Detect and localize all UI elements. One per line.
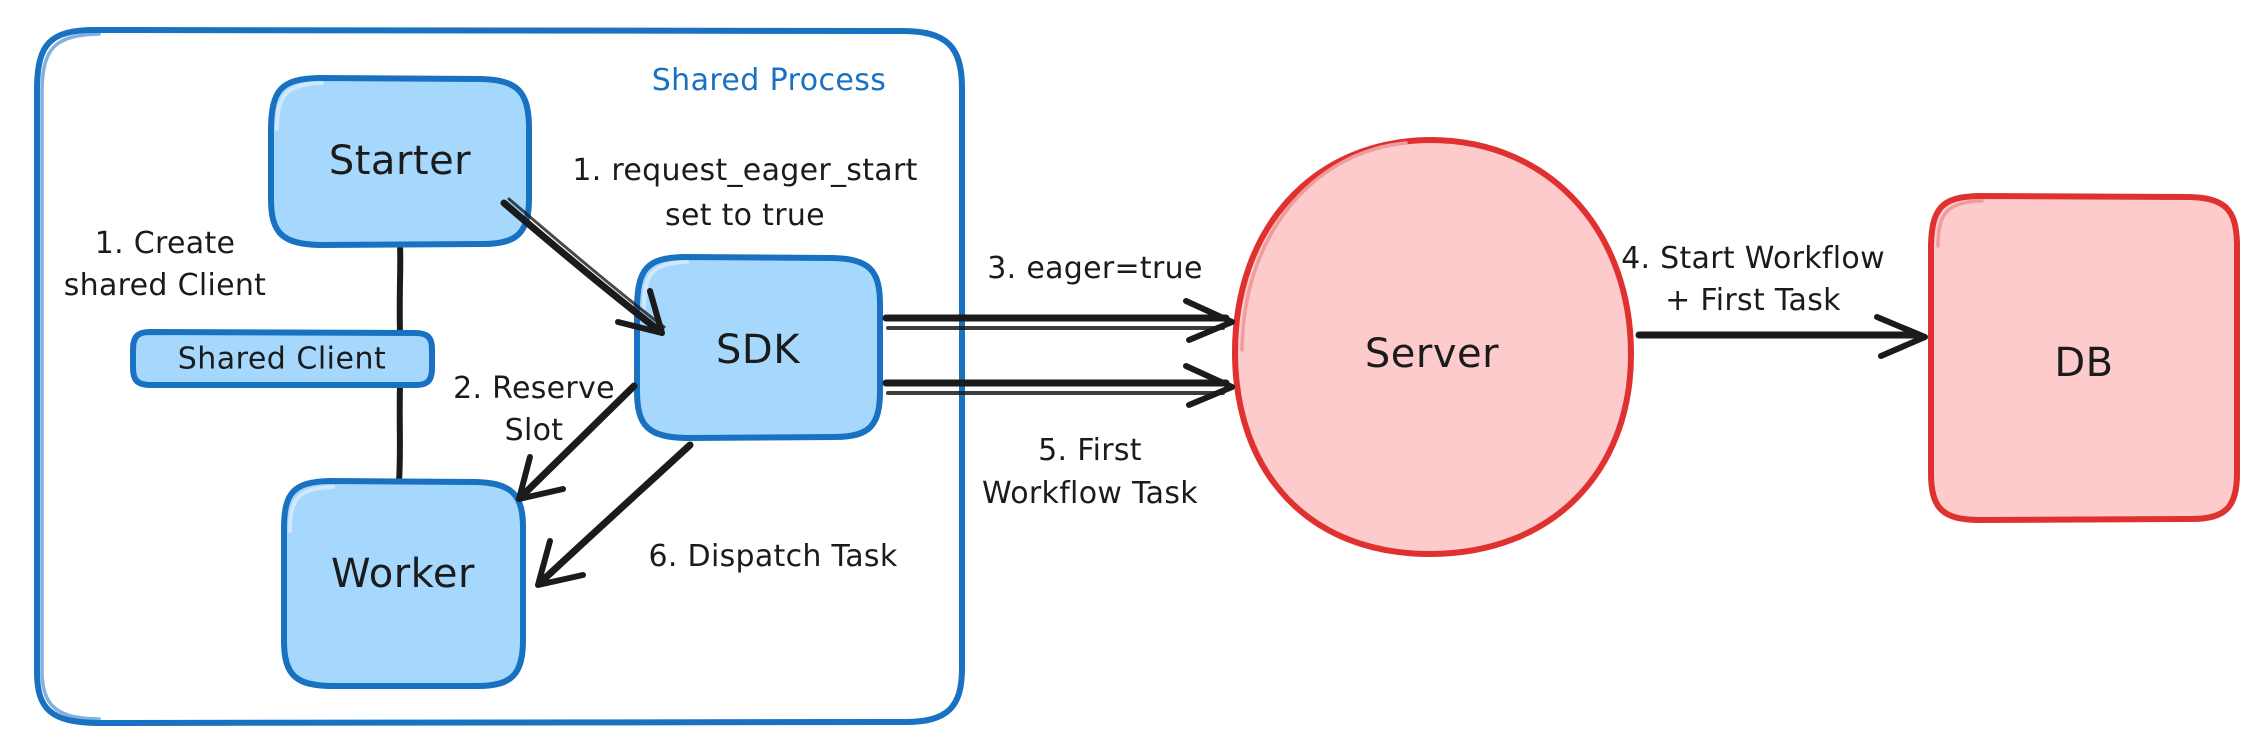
node-worker-label: Worker — [331, 551, 475, 597]
edge-sdk-worker-reserve[interactable] — [516, 382, 638, 502]
edge-dispatch-arrowhead — [535, 538, 586, 588]
shared-process-border-sketch — [40, 32, 101, 721]
node-server-sketch — [1240, 141, 1408, 352]
edge-sdk-server[interactable] — [882, 298, 1235, 343]
edge-create-label-line1: 1. Create — [95, 226, 236, 261]
edge-server-db[interactable] — [1635, 314, 1928, 359]
edge-starter-sdk-line — [500, 199, 665, 336]
node-sdk-shape — [634, 254, 883, 441]
node-server-label: Server — [1365, 331, 1499, 377]
node-server-shape — [1232, 137, 1634, 557]
edge-dispatch-line — [537, 441, 694, 586]
node-db-label: DB — [2054, 340, 2113, 386]
edge-eager-label-line1: 1. request_eager_start — [572, 153, 917, 188]
node-db-sketch — [1936, 199, 1984, 248]
edge-server-sdk[interactable] — [882, 363, 1235, 408]
node-worker-sketch — [288, 485, 335, 533]
edge-dispatch-label: 6. Dispatch Task — [648, 539, 897, 574]
edge-starter-sdk[interactable] — [500, 197, 666, 336]
node-server[interactable]: Server — [1232, 137, 1634, 557]
edge-eager-label-line2: set to true — [665, 198, 825, 233]
shared-process-label: Shared Process — [652, 63, 887, 98]
edge-reserve-arrowhead — [516, 454, 566, 502]
edge-sdk-worker-dispatch[interactable] — [535, 441, 694, 588]
edge-first-task-label-line2: Workflow Task — [982, 476, 1198, 511]
edge-start-wf-arrowhead — [1874, 314, 1928, 359]
node-starter-sketch — [275, 81, 324, 131]
edge-starter-worker-line — [396, 242, 404, 485]
starter-sharedclient-connector — [396, 242, 404, 335]
node-shared-client[interactable]: Shared Client — [130, 329, 435, 388]
edge-start-wf-label-line1: 4. Start Workflow — [1621, 241, 1885, 276]
node-sdk-sketch — [642, 260, 689, 310]
node-sdk[interactable]: SDK — [634, 254, 883, 441]
edge-eager-true-label: 3. eager=true — [987, 251, 1202, 286]
edge-first-task-label-line1: 5. First — [1038, 433, 1142, 468]
node-db-shape — [1928, 193, 2240, 523]
edge-start-wf-label-line2: + First Task — [1665, 283, 1841, 318]
node-starter-label: Starter — [329, 138, 471, 184]
edge-reserve-label-line2: Slot — [505, 413, 564, 448]
node-sdk-label: SDK — [716, 327, 801, 373]
shared-process-border — [34, 27, 965, 726]
node-db[interactable]: DB — [1928, 193, 2240, 523]
edge-eager-true-arrowhead — [1183, 298, 1235, 343]
edge-reserve-line — [517, 382, 638, 501]
node-shared-client-shape — [130, 329, 435, 388]
group-shared-process[interactable]: Shared Process — [34, 27, 965, 726]
edge-starter-sdk-arrowhead — [615, 288, 665, 336]
edge-starter-sdk-line-sketch — [507, 197, 666, 329]
node-worker[interactable]: Worker — [281, 478, 526, 689]
edge-reserve-label-line1: 2. Reserve — [453, 371, 615, 406]
node-starter[interactable]: Starter — [268, 75, 532, 248]
sharedclient-worker-connector — [396, 382, 403, 485]
node-starter-shape — [268, 75, 532, 248]
edge-first-task-arrowhead — [1183, 363, 1235, 408]
edge-create-label-line2: shared Client — [64, 268, 267, 303]
node-shared-client-label: Shared Client — [178, 342, 387, 377]
